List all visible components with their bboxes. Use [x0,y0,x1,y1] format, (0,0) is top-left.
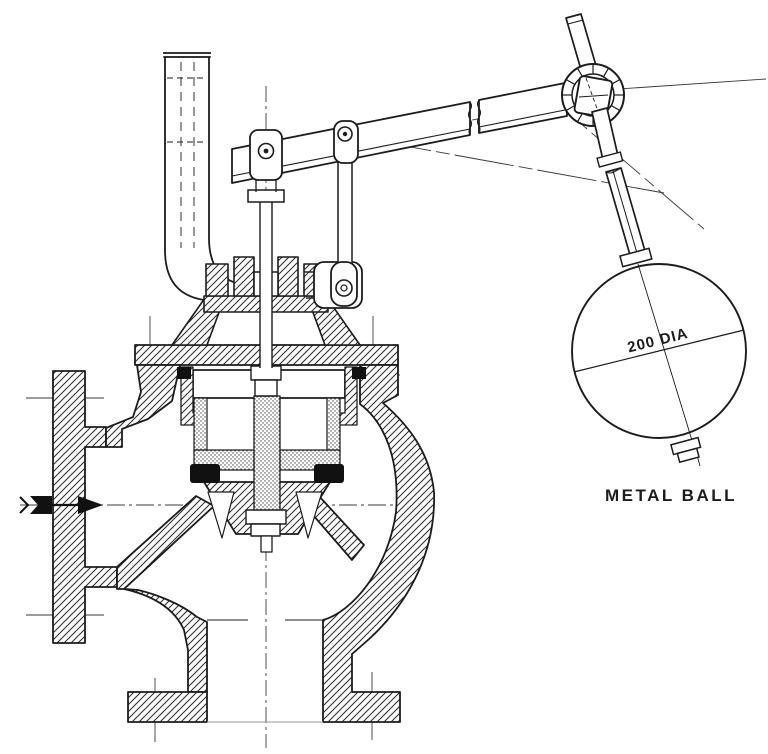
upper-left-wall [105,364,181,448]
link-bottom-pin [335,279,353,297]
left-foot [127,691,208,723]
link-rod [330,120,359,307]
metal-ball-label: METAL BALL [605,486,737,505]
spindle [247,189,285,368]
body-detail-lines [207,619,323,723]
clamp-rod-lower [591,107,624,168]
crown-seal-left [177,367,191,379]
seat-seal-left [190,464,220,483]
ball-axis-line [637,263,695,448]
pivot-boss [561,63,625,127]
diameter-dimension-line [573,329,745,373]
rod-ball-collar [619,247,653,268]
ball-drain-nut-lower [676,447,700,464]
seat-seal-right [314,464,344,483]
upper-right-wall [322,364,435,723]
spindle-boss [253,395,281,515]
float-rod [605,167,653,268]
valve-body [52,344,435,723]
crown-nut-lower [254,379,278,397]
crown-nut-upper [250,365,282,381]
lower-left-wall [123,588,208,693]
float-ball: 200 DIA [571,263,747,467]
spindle-collar [247,189,285,203]
lever-right-segment [478,82,568,134]
port-left [207,491,235,539]
port-right [295,491,323,539]
spindle-nut-2 [250,523,281,537]
spindle-clevis [249,129,283,192]
crown-seal-right [352,367,366,379]
gland-nut-3 [277,256,299,297]
skirt-left [193,397,208,455]
spindle-tip [260,535,273,553]
clamp-block [573,75,614,118]
flow-arrow-icon [19,496,103,514]
valve-internals [177,365,366,553]
inlet-partition [116,495,215,590]
skirt-right [326,397,341,455]
spindle-nut-1 [245,509,287,525]
boss-knurl-ticks [562,64,624,126]
gland-nut-1 [205,263,229,297]
gland-nut-2 [233,256,255,297]
